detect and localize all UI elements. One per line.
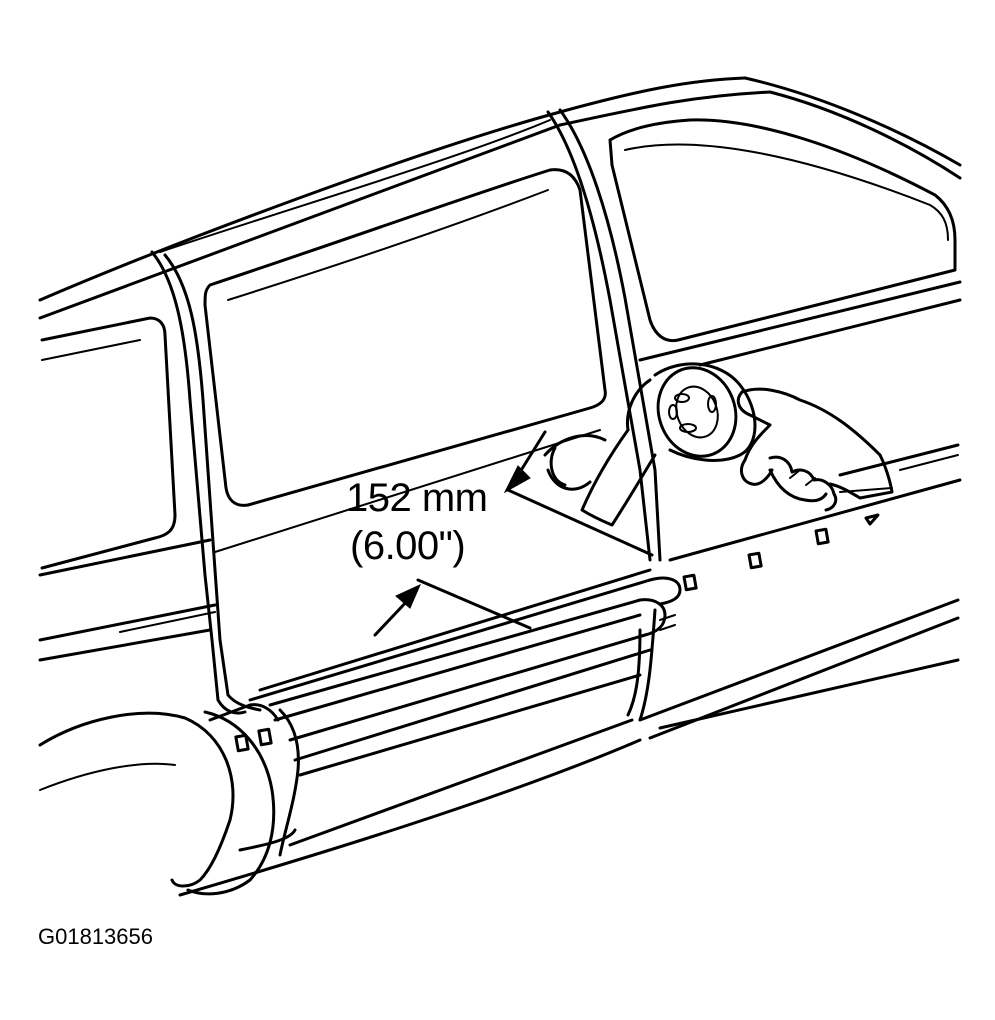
dimension-imperial-label: (6.00ʺ): [350, 524, 466, 568]
wheel-arch: [38, 703, 297, 896]
dimension-leaders: [373, 430, 654, 637]
b-pillar: [546, 108, 662, 562]
front-door-window: [608, 118, 962, 367]
rear-quarter-window: [40, 316, 177, 570]
figure-id-label: G01813656: [38, 924, 153, 949]
roof-outline: [38, 76, 962, 320]
hand-icon: [736, 387, 894, 512]
body-panel-lines: [38, 443, 962, 897]
door-molding-strip: [268, 576, 682, 857]
molding-clips: [234, 513, 880, 753]
dimension-metric-label: 152 mm: [346, 476, 488, 520]
sliding-door-window: [203, 168, 607, 553]
